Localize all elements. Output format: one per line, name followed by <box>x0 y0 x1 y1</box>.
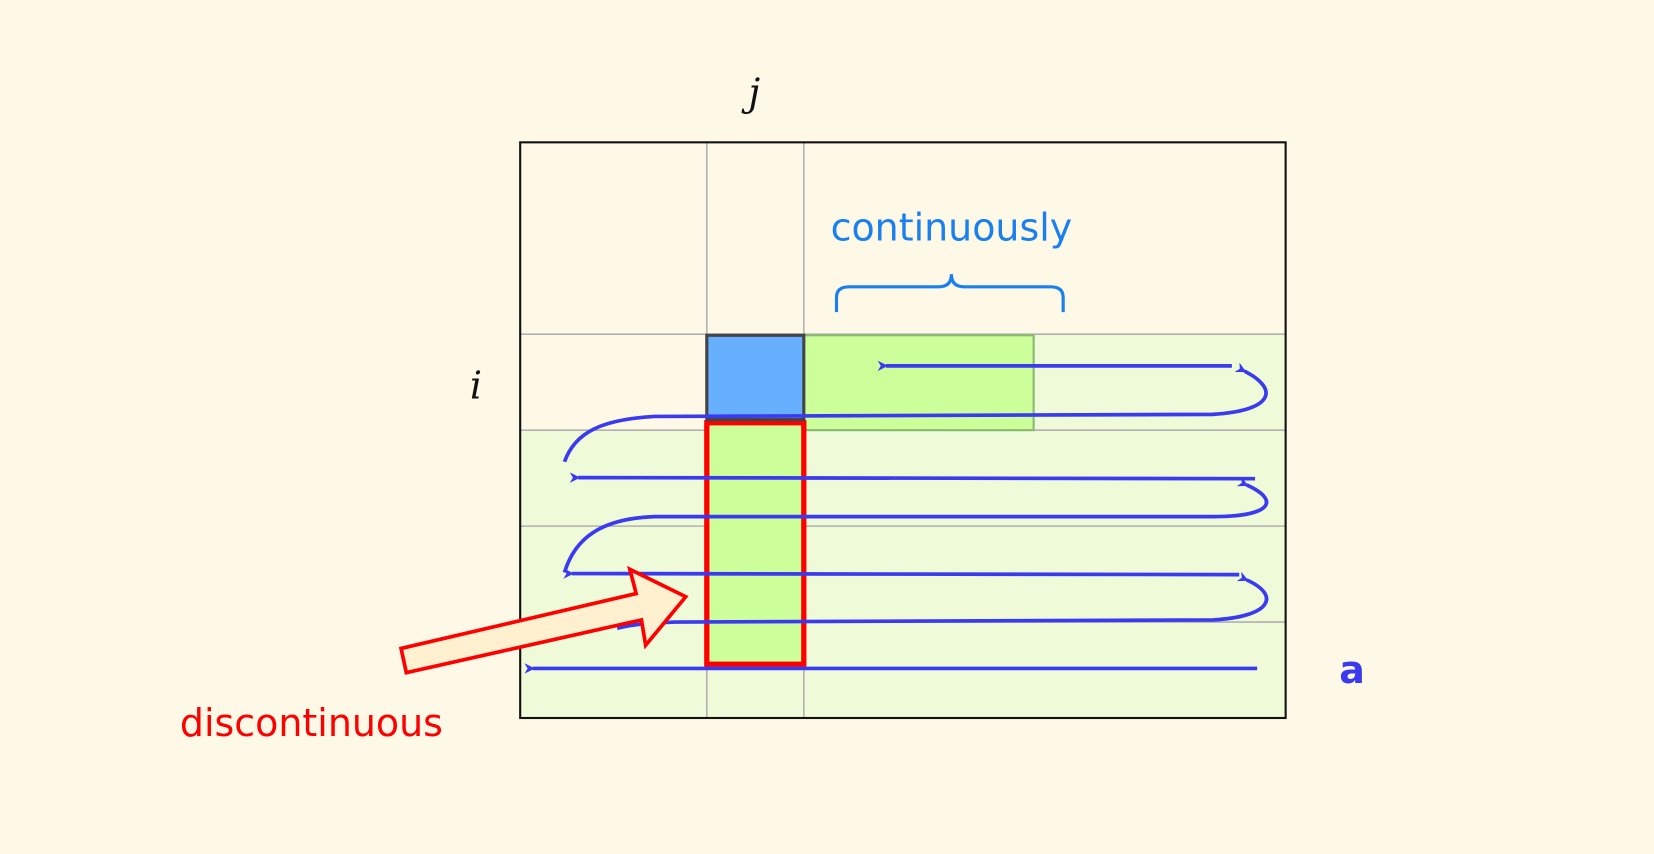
row-major-traversal-arrows <box>524 360 1269 674</box>
traversal-arrow-row-2 <box>569 472 1256 483</box>
traversal-arrow-row-3 <box>563 568 1240 579</box>
row-index-label: i <box>470 364 482 408</box>
continuously-label: continuously <box>831 205 1073 249</box>
array-border <box>519 141 1287 720</box>
traversal-wrap-3 <box>616 571 1269 631</box>
traversal-wrap-2 <box>562 476 1269 574</box>
discontinuous-pointer-arrow <box>398 565 689 675</box>
array-name-label: a <box>1339 648 1365 692</box>
column-discontinuous-block <box>704 420 807 667</box>
continuous-brace <box>834 274 1065 313</box>
discontinuous-label: discontinuous <box>180 701 443 745</box>
selected-cell-ij <box>705 333 806 422</box>
traversal-wrap-1 <box>562 362 1268 463</box>
col-index-label: j <box>741 70 760 114</box>
